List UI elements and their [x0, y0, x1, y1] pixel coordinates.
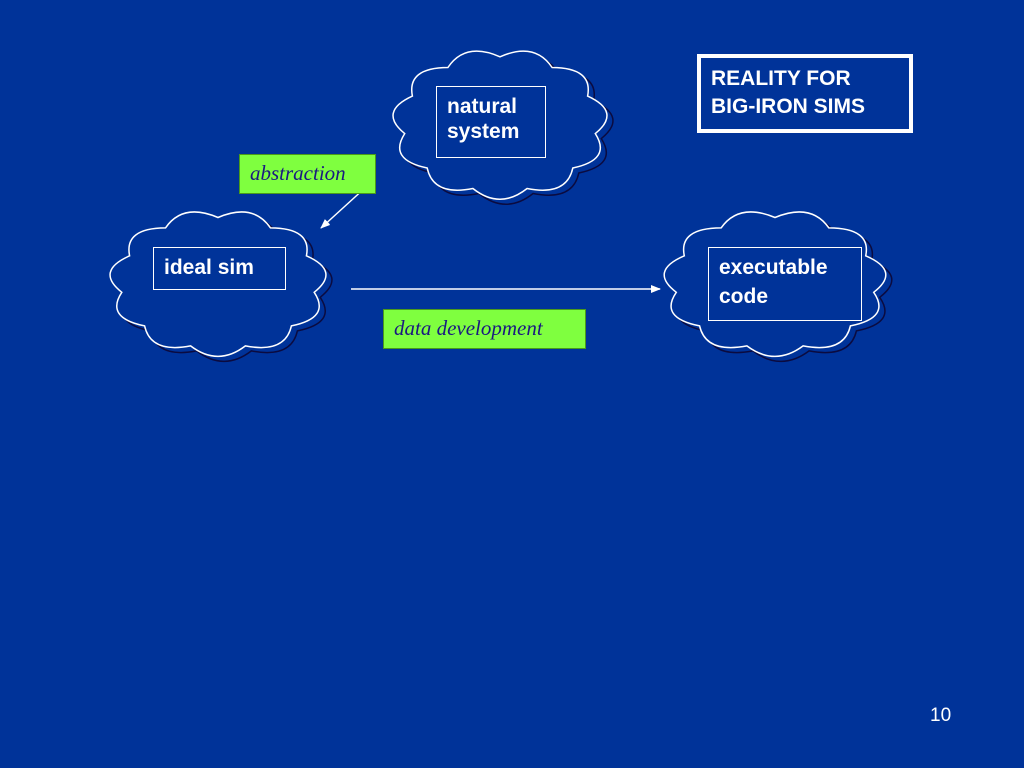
slide-title-line-1: REALITY FOR: [711, 67, 851, 90]
slide-title-box: REALITY FOR BIG-IRON SIMS: [697, 54, 913, 133]
slide-title-line-2: BIG-IRON SIMS: [711, 95, 866, 118]
node-natural-system-line-1: natural: [447, 95, 518, 118]
node-natural-system: natural system: [436, 86, 546, 158]
node-natural-system-line-2: system: [447, 120, 520, 143]
node-executable-code-line-2: code: [719, 285, 769, 308]
edge-label-data-development: data development: [383, 309, 586, 349]
page-number: 10: [930, 705, 952, 726]
node-ideal-sim: ideal sim: [153, 247, 286, 290]
edge-label-abstraction: abstraction: [239, 154, 376, 194]
node-executable-code: executable code: [708, 247, 862, 321]
node-ideal-sim-line-1: ideal sim: [164, 256, 254, 279]
node-executable-code-line-1: executable: [719, 256, 828, 279]
